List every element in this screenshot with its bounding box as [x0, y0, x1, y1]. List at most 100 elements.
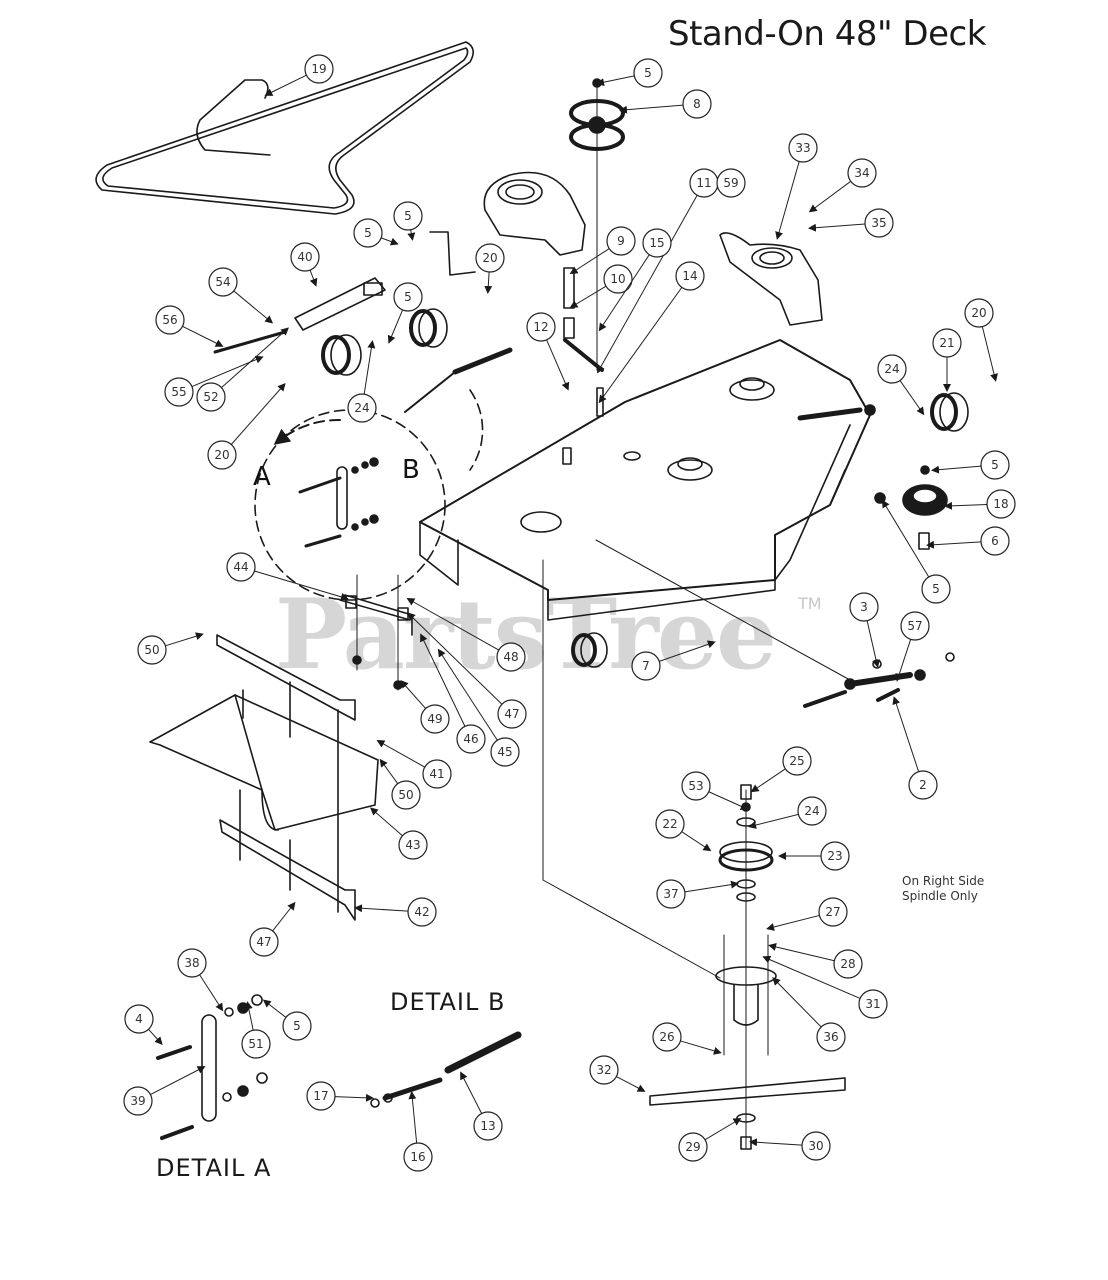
callout-bushing[interactable]: 15 [598, 228, 672, 332]
callout-nut[interactable]: 52 [196, 327, 289, 412]
callout-spindle-assembly[interactable]: 36 [772, 977, 846, 1052]
callout-spacer[interactable]: 12 [526, 312, 570, 391]
callout-nut[interactable]: 47 [407, 612, 527, 729]
callout-anti-scalp-wheel[interactable]: 21 [932, 328, 962, 392]
callout-key[interactable]: 31 [762, 955, 888, 1019]
callout-number: 24 [354, 401, 369, 415]
callout-idler-arm-assembly[interactable]: 59 [716, 168, 746, 198]
callout-pulley[interactable]: 18 [944, 489, 1016, 519]
callout-bracket[interactable]: 40 [290, 242, 320, 287]
callout-spacer[interactable]: 37 [656, 879, 739, 909]
callout-circle [403, 1142, 433, 1172]
callout-circle [655, 809, 685, 839]
callout-spacer[interactable]: 54 [208, 267, 274, 324]
callout-number: 37 [663, 887, 678, 901]
callout-washer[interactable]: 24 [877, 354, 925, 416]
callout-washer[interactable]: 38 [177, 948, 224, 1012]
callout-bolt[interactable]: 2 [892, 696, 938, 800]
callout-eyebolt[interactable]: 16 [403, 1091, 433, 1172]
callout-idler-arm[interactable]: 11 [597, 168, 719, 374]
callout-nut[interactable]: 5 [393, 201, 423, 241]
callout-belt-cover-right[interactable]: 33 [775, 133, 818, 240]
idler-arm-drawing [562, 267, 604, 465]
callout-washer[interactable]: 53 [681, 771, 749, 811]
callout-bracket[interactable]: 41 [376, 740, 452, 789]
callout-bolt[interactable]: 50 [379, 758, 421, 810]
callout-bolt[interactable]: 25 [750, 746, 812, 793]
callout-bolt[interactable]: 20 [964, 298, 998, 382]
callout-washer[interactable]: 46 [420, 633, 486, 754]
callout-circle [164, 377, 194, 407]
callout-leader-line [892, 696, 920, 772]
callout-bolt[interactable]: 20 [207, 383, 286, 470]
callout-leader-line [460, 1071, 483, 1114]
callout-nut[interactable]: 5 [931, 450, 1010, 480]
callout-bolt[interactable]: 26 [652, 1022, 722, 1055]
callout-leader-line [309, 269, 318, 287]
callout-circle [306, 1081, 336, 1111]
callout-washer[interactable]: 24 [347, 340, 377, 423]
callout-number: 27 [825, 905, 840, 919]
callout-bolt[interactable]: 45 [437, 648, 520, 767]
callout-number: 23 [827, 849, 842, 863]
callout-number: 51 [248, 1037, 263, 1051]
callout-bolt[interactable]: 4 [124, 1004, 163, 1045]
callout-deck-belt[interactable]: 19 [264, 54, 334, 96]
callout-bolt[interactable]: 20 [475, 243, 505, 294]
callout-nut[interactable]: 5 [262, 999, 312, 1041]
note-line-1: On Right Side [902, 874, 985, 888]
callout-washer[interactable]: 10 [569, 264, 633, 309]
callout-fitting[interactable]: 22 [655, 809, 712, 852]
callout-nut[interactable]: 5 [881, 499, 951, 604]
callout-bolt[interactable]: 50 [137, 632, 204, 665]
callout-nut[interactable]: 5 [353, 218, 399, 248]
callout-number: 11 [696, 176, 711, 190]
callout-washer[interactable]: 35 [808, 208, 894, 238]
callout-number: 35 [871, 216, 886, 230]
callout-spindle-pulley[interactable]: 23 [778, 841, 850, 871]
callout-bolt[interactable]: 56 [155, 305, 224, 347]
callout-link[interactable]: 57 [895, 611, 930, 682]
callout-circle [589, 1055, 619, 1085]
callout-pivot-pin[interactable]: 14 [598, 261, 705, 404]
callout-nut[interactable]: 49 [400, 680, 450, 734]
callout-blade[interactable]: 32 [589, 1055, 646, 1092]
callout-washer[interactable]: 28 [768, 943, 863, 979]
callout-nut[interactable]: 27 [766, 897, 848, 931]
callout-leader-line [775, 161, 800, 240]
callout-washer[interactable]: 29 [678, 1117, 742, 1162]
callout-circle [207, 440, 237, 470]
callout-bracket[interactable]: 44 [226, 552, 349, 601]
callout-bolt[interactable]: 9 [569, 226, 636, 275]
callout-circle [196, 382, 226, 412]
callout-bolt[interactable]: 30 [749, 1131, 831, 1161]
callout-circle [526, 312, 556, 342]
callout-leader-line [244, 1001, 254, 1031]
callout-foot-platform[interactable]: 43 [369, 807, 428, 860]
callout-bolt[interactable]: 48 [406, 598, 526, 672]
callout-number: 8 [693, 97, 701, 111]
callout-number: 5 [991, 458, 999, 472]
callout-bolt[interactable]: 34 [808, 158, 877, 213]
zone-b-letter: B [402, 455, 420, 485]
callout-nut[interactable]: 5 [387, 282, 423, 344]
callout-nut[interactable]: 51 [241, 1001, 271, 1059]
callout-number: 18 [993, 497, 1008, 511]
callout-spacer[interactable]: 6 [926, 526, 1010, 556]
callout-idler-pulley[interactable]: 8 [619, 89, 712, 119]
callout-bracket[interactable]: 42 [354, 897, 437, 927]
callout-link[interactable]: 39 [123, 1066, 206, 1116]
callout-circle [422, 759, 452, 789]
callout-circle [642, 228, 672, 258]
callout-pin[interactable]: 7 [631, 640, 716, 681]
callout-circle [290, 242, 320, 272]
callout-washer[interactable]: 24 [748, 796, 827, 829]
detail-b-drawing [370, 1031, 522, 1108]
callout-number: 32 [596, 1063, 611, 1077]
callout-nut-idler-top[interactable]: 5 [596, 58, 663, 88]
callout-nut[interactable]: 47 [249, 901, 296, 957]
callout-spring[interactable]: 13 [460, 1071, 503, 1141]
callout-nut[interactable]: 17 [306, 1081, 374, 1111]
callout-nut[interactable]: 3 [849, 592, 881, 668]
